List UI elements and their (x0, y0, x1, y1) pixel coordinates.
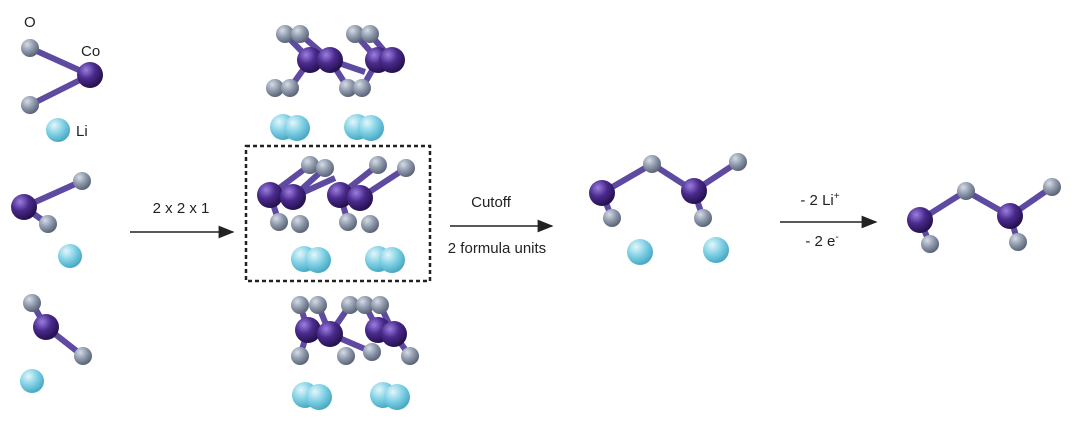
oxygen-atom (694, 209, 712, 227)
lithium-atom (305, 247, 331, 273)
oxygen-atom (353, 79, 371, 97)
lithium-atom (46, 118, 70, 142)
two-formula-units (589, 153, 747, 265)
lithium-atom (703, 237, 729, 263)
primitive-unit-3 (20, 294, 92, 393)
lithium-atom (284, 115, 310, 141)
oxygen-atom (291, 296, 309, 314)
oxygen-atom (1043, 178, 1061, 196)
lithium-atom (358, 115, 384, 141)
primitive-unit-2 (11, 172, 91, 268)
oxygen-atom (401, 347, 419, 365)
cobalt-atom (907, 207, 933, 233)
delith-li-label: - 2 Li+ (800, 191, 839, 209)
oxygen-atom (346, 25, 364, 43)
cobalt-atom (681, 178, 707, 204)
cobalt-atom (280, 184, 306, 210)
oxygen-atom (316, 159, 334, 177)
oxygen-atom (291, 347, 309, 365)
oxygen-atom (361, 215, 379, 233)
legend-oxygen-label: O (24, 14, 36, 31)
lithium-atom (627, 239, 653, 265)
oxygen-atom (643, 155, 661, 173)
cobalt-atom (327, 182, 353, 208)
oxygen-atom (361, 25, 379, 43)
cobalt-atom (11, 194, 37, 220)
oxygen-atom (301, 156, 319, 174)
lithium-atom (379, 247, 405, 273)
supercell-label: 2 x 2 x 1 (153, 200, 210, 217)
oxygen-atom (270, 213, 288, 231)
legend-lithium-label: Li (76, 123, 88, 140)
oxygen-atom (309, 296, 327, 314)
cobalt-atom (379, 47, 405, 73)
oxygen-atom (369, 156, 387, 174)
oxygen-atom (921, 235, 939, 253)
oxygen-atom (337, 347, 355, 365)
lithium-atom (58, 244, 82, 268)
supercell-layer-top (266, 25, 405, 141)
delithiated-units (907, 178, 1061, 253)
oxygen-atom (291, 215, 309, 233)
formula-units-label: 2 formula units (448, 240, 546, 257)
oxygen-atom (21, 96, 39, 114)
cobalt-atom (77, 62, 103, 88)
cutoff-label: Cutoff (471, 194, 512, 211)
oxygen-atom (339, 79, 357, 97)
supercell-layer-bottom (291, 296, 419, 410)
cobalt-atom (589, 180, 615, 206)
cobalt-atom (317, 321, 343, 347)
oxygen-atom (356, 296, 374, 314)
oxygen-atom (603, 209, 621, 227)
oxygen-atom (291, 25, 309, 43)
cobalt-atom (295, 317, 321, 343)
lithium-atom (306, 384, 332, 410)
primitive-unit-1 (21, 39, 103, 142)
lithium-atom (20, 369, 44, 393)
oxygen-atom (21, 39, 39, 57)
oxygen-atom (339, 213, 357, 231)
oxygen-atom (363, 343, 381, 361)
cobalt-atom (997, 203, 1023, 229)
oxygen-atom (397, 159, 415, 177)
supercell-layer-middle (257, 156, 415, 273)
legend-cobalt-label: Co (81, 43, 100, 60)
oxygen-atom (266, 79, 284, 97)
oxygen-atom (729, 153, 747, 171)
oxygen-atom (39, 215, 57, 233)
lithium-atom (384, 384, 410, 410)
oxygen-atom (74, 347, 92, 365)
cobalt-atom (381, 321, 407, 347)
cobalt-atom (257, 182, 283, 208)
delith-e-label: - 2 e- (805, 232, 838, 250)
cobalt-atom (317, 47, 343, 73)
oxygen-atom (23, 294, 41, 312)
oxygen-atom (957, 182, 975, 200)
oxygen-atom (371, 296, 389, 314)
oxygen-atom (281, 79, 299, 97)
cobalt-atom (297, 47, 323, 73)
cobalt-atom (33, 314, 59, 340)
oxygen-atom (276, 25, 294, 43)
oxygen-atom (1009, 233, 1027, 251)
oxygen-atom (341, 296, 359, 314)
selection-box (244, 144, 432, 283)
oxygen-atom (73, 172, 91, 190)
cobalt-atom (347, 185, 373, 211)
